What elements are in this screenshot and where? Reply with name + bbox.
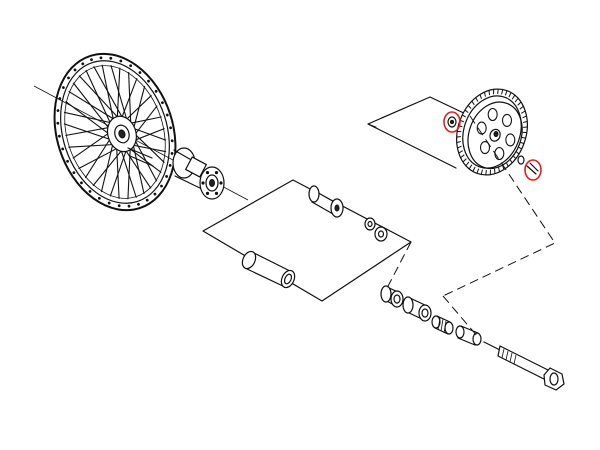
axle-bolt bbox=[483, 341, 565, 391]
leader-line-bolt bbox=[442, 295, 479, 338]
flanged-spacer bbox=[308, 185, 344, 218]
spoked-wheel bbox=[53, 52, 177, 212]
hub-shaft bbox=[127, 147, 154, 167]
sprocket-bolt bbox=[447, 116, 457, 128]
wheel-hub-flanges bbox=[172, 147, 225, 200]
sprocket-group-bracket bbox=[367, 96, 471, 169]
axle-spacer-sleeve bbox=[455, 325, 482, 346]
leader-line-spacer bbox=[385, 241, 412, 291]
callout-circle-bolt bbox=[443, 111, 461, 133]
spacer-tube bbox=[241, 250, 296, 289]
washer-large bbox=[374, 226, 388, 242]
rear-sprocket bbox=[456, 88, 528, 176]
leader-line-bracket bbox=[367, 123, 379, 129]
leader-line-sprocket bbox=[442, 115, 556, 297]
spoke-nipples bbox=[56, 56, 174, 208]
sprocket-nut bbox=[517, 155, 539, 175]
washer-small bbox=[364, 217, 376, 231]
wheel-bearing-1 bbox=[380, 285, 404, 308]
wheel-spokes bbox=[63, 64, 167, 200]
callout-circle-nut bbox=[524, 159, 542, 181]
threaded-bushing bbox=[431, 315, 454, 335]
wheel-bearing-2 bbox=[402, 296, 432, 322]
